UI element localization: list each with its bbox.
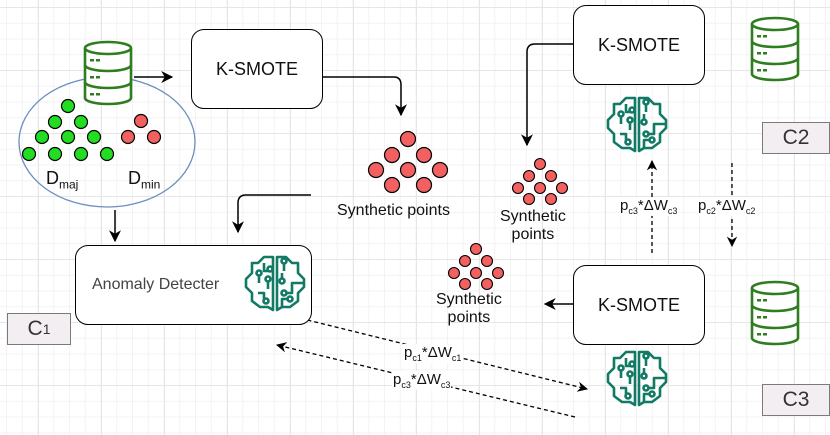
synthetic-point <box>522 192 536 206</box>
majority-point <box>73 114 89 130</box>
majority-point <box>21 146 37 162</box>
database-icon <box>750 280 800 346</box>
synthetic-point <box>533 157 547 171</box>
weight-update-label: pc3*ΔWc3 <box>392 371 452 390</box>
synthetic-point <box>399 130 417 148</box>
synthetic-point <box>383 176 401 194</box>
ksmote-label: K-SMOTE <box>597 34 680 55</box>
weight-update-label: pc1*ΔWc1 <box>403 344 463 363</box>
majority-points <box>21 98 115 162</box>
weight-update-label: pc2*ΔWc2 <box>697 197 757 216</box>
anomaly-detector-label: Anomaly Detecter <box>92 276 220 293</box>
majority-point <box>60 129 76 145</box>
synthetic-point <box>522 169 536 183</box>
synthetic-point <box>431 161 449 179</box>
synthetic-point <box>458 277 472 291</box>
synthetic-label-c3: Synthetic points <box>436 291 502 327</box>
majority-label: Dmaj <box>46 168 79 192</box>
synthetic-point <box>367 161 385 179</box>
client-label-c3: C3 <box>762 384 830 416</box>
synthetic-point <box>399 161 417 179</box>
minority-point <box>146 129 162 145</box>
synthetic-point <box>383 146 401 164</box>
synthetic-point <box>415 176 433 194</box>
database-icon <box>750 16 800 82</box>
synthetic-point <box>555 181 569 195</box>
ksmote-label: K-SMOTE <box>215 58 298 79</box>
arrow-ksmote-c2-to-synthetic <box>521 43 573 147</box>
majority-point <box>99 146 115 162</box>
majority-point <box>60 98 76 114</box>
brain-icon <box>606 350 668 407</box>
synthetic-point <box>544 169 558 183</box>
synthetic-point <box>469 266 483 280</box>
majority-point <box>47 146 63 162</box>
synthetic-point <box>480 277 494 291</box>
synthetic-point <box>415 146 433 164</box>
ksmote-box-c3[interactable]: K-SMOTE <box>573 265 705 345</box>
arrow-ksmote-to-synthetic <box>323 76 407 117</box>
database-icon <box>83 40 133 106</box>
majority-point <box>86 129 102 145</box>
synthetic-point <box>491 266 505 280</box>
synthetic-point <box>511 181 525 195</box>
synthetic-points-c3 <box>447 242 505 291</box>
minority-label: Dmin <box>128 168 161 192</box>
arrow-synthetic-to-detector <box>232 194 311 234</box>
synthetic-point <box>544 192 558 206</box>
synthetic-label-c1: Synthetic points <box>337 202 450 219</box>
synthetic-label-c2: Synthetic points <box>500 208 566 244</box>
brain-icon <box>606 96 668 153</box>
ksmote-box-c2[interactable]: K-SMOTE <box>573 5 705 85</box>
minority-point <box>120 129 136 145</box>
brain-icon <box>244 255 306 312</box>
synthetic-point <box>533 181 547 195</box>
dashed-arrow-c3-to-c1 <box>275 342 576 418</box>
majority-point <box>47 114 63 130</box>
majority-point <box>34 129 50 145</box>
synthetic-point <box>458 254 472 268</box>
minority-points <box>120 113 162 145</box>
synthetic-point <box>447 266 461 280</box>
ksmote-box-c1[interactable]: K-SMOTE <box>191 29 323 109</box>
minority-point <box>133 113 149 129</box>
majority-point <box>73 146 89 162</box>
synthetic-point <box>469 242 483 256</box>
synthetic-point <box>480 254 494 268</box>
ksmote-label: K-SMOTE <box>597 294 680 315</box>
synthetic-points-c1 <box>367 130 449 194</box>
client-label-c2: C2 <box>762 122 830 154</box>
weight-update-label: pc3*ΔWc3 <box>619 197 679 216</box>
synthetic-points-c2 <box>511 157 569 206</box>
